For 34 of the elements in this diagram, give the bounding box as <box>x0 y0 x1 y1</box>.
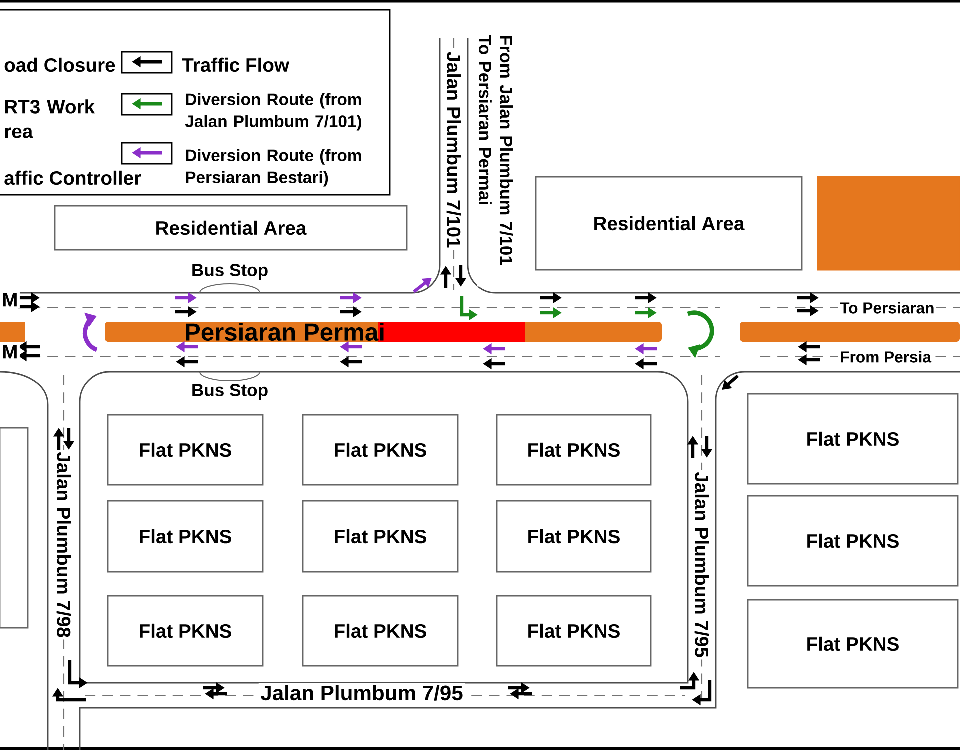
legend-text: Traffic Flow <box>182 58 290 72</box>
road-name: Jalan Plumbum 7/95 <box>258 683 466 703</box>
residential-area-box: Residential Area <box>54 205 408 251</box>
legend-text: RT3 Work rea <box>5 100 96 138</box>
apartment-block: Flat PKNS <box>496 500 652 573</box>
road-name: To Persiaran <box>838 300 937 316</box>
apartment-block: Flat PKNS <box>107 414 264 486</box>
place-label: Bus Stop <box>190 262 270 282</box>
apartment-block: Flat PKNS <box>107 500 264 573</box>
road-name: From Persia <box>838 349 934 365</box>
apartment-block: Flat PKNS <box>747 393 959 485</box>
road-name: M <box>0 344 20 360</box>
road-name: Jalan Plumbum 7/95 <box>693 470 711 660</box>
apartment-block: Flat PKNS <box>302 500 459 573</box>
place-label: Bus Stop <box>190 382 270 402</box>
road-name: Persiaran Permai <box>186 322 384 342</box>
road-name: M <box>0 292 20 308</box>
legend-text: affic Controller <box>4 170 142 186</box>
apartment-block: Flat PKNS <box>747 495 959 587</box>
apartment-block: Flat PKNS <box>302 595 459 667</box>
legend-text: Diversion Route (from Jalan Plumbum 7/101) <box>185 93 362 131</box>
road-name: Jalan Plumbum 7/101 <box>445 50 463 250</box>
apartment-block: Flat PKNS <box>496 414 652 486</box>
apartment-block: Flat PKNS <box>107 595 264 667</box>
building-block <box>817 176 960 271</box>
apartment-block: Flat PKNS <box>302 414 459 486</box>
road-name: Jalan Plumbum 7/98 <box>55 450 73 640</box>
apartment-block: Flat PKNS <box>496 595 652 667</box>
road-name: From Jalan Plumbum 7/101 To Persiaran Permai <box>477 33 515 287</box>
legend-text: oad Closure <box>4 58 116 72</box>
legend-text: Diversion Route (from Persiaran Bestari) <box>186 149 362 187</box>
building-block <box>0 427 29 629</box>
residential-area-box: Residential Area <box>535 176 803 271</box>
apartment-block: Flat PKNS <box>747 599 959 689</box>
